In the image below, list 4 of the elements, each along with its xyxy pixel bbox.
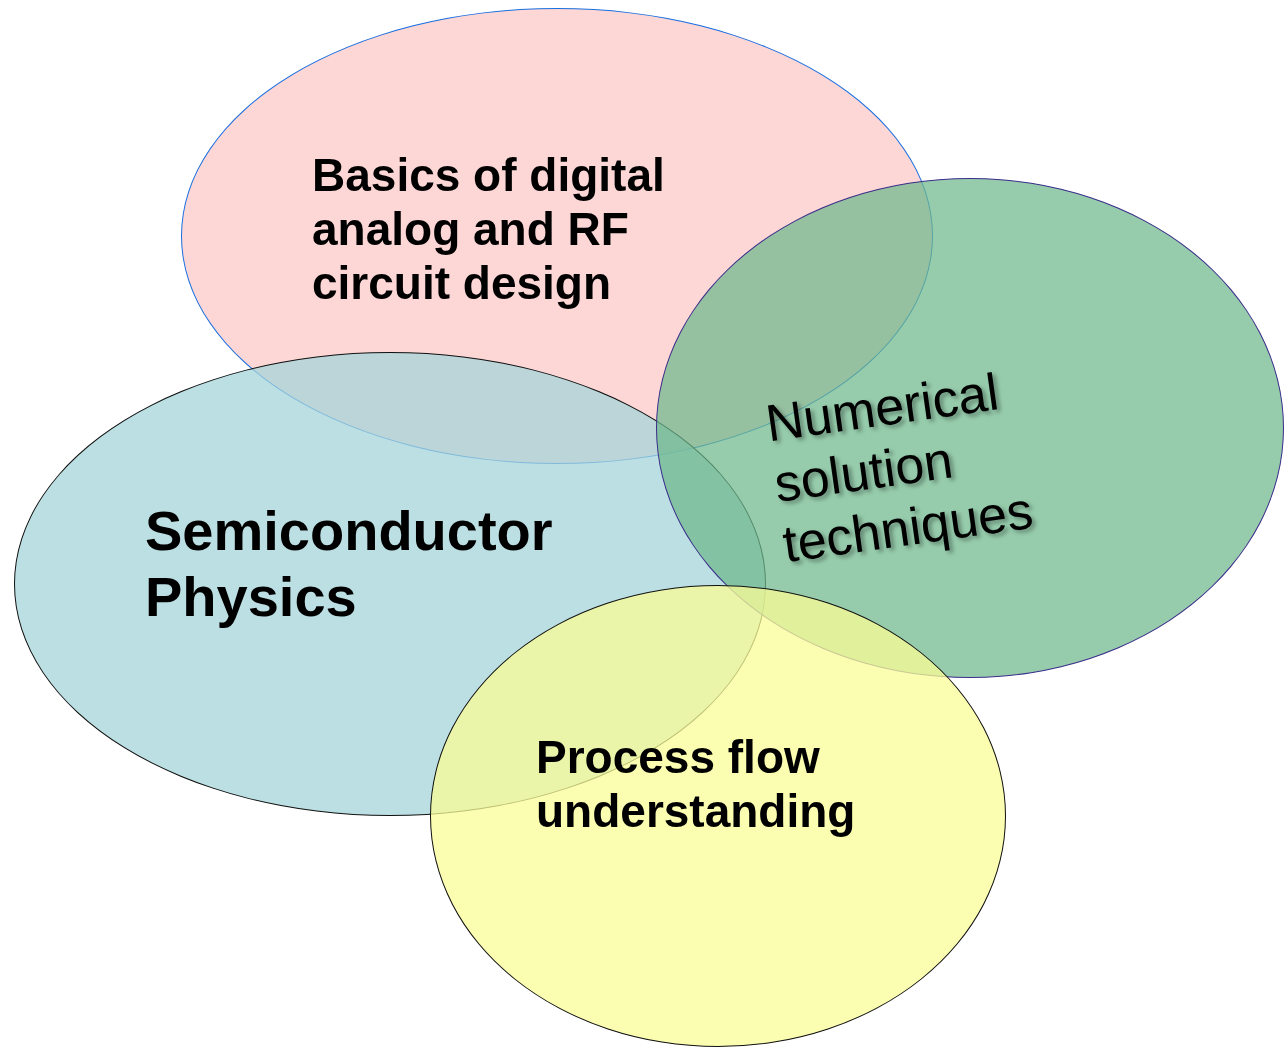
ellipse-label: Numerical solution techniques xyxy=(762,361,1038,575)
ellipse-label: Semiconductor Physics xyxy=(145,498,554,630)
ellipse-label: Process flow understanding xyxy=(536,731,857,839)
ellipse-label: Basics of digital analog and RF circuit design xyxy=(312,149,666,311)
